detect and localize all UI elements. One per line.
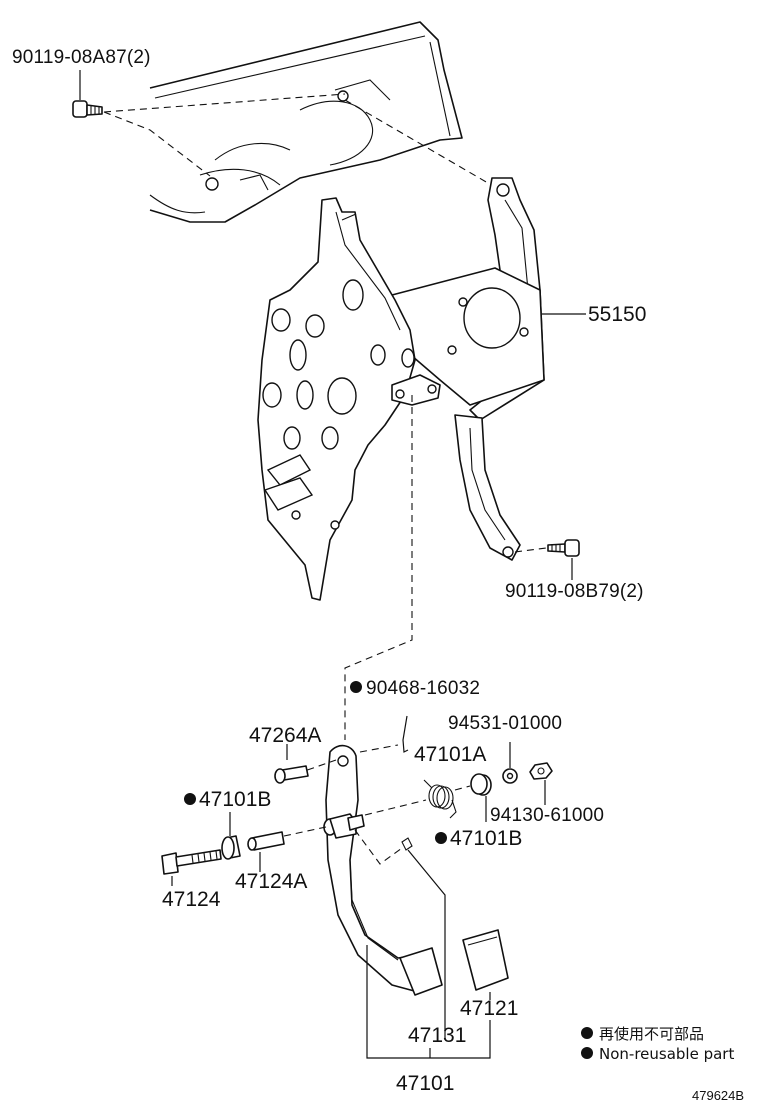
right-bolt-icon: [547, 539, 580, 557]
label-bush-1: 47101A: [414, 743, 486, 766]
washer-icon: [502, 768, 518, 784]
label-washer: 94531-01000: [448, 713, 562, 734]
label-pad: 47121: [460, 997, 518, 1020]
legend-line-1: 再使用不可部品: [599, 1025, 704, 1043]
pedal-bracket: [257, 177, 545, 601]
label-bush-2: 47101B: [199, 788, 271, 811]
pedal-pad-icon: [462, 929, 509, 991]
bushing-left-icon: [221, 835, 241, 860]
clip-icon: [402, 715, 409, 753]
legend-line-2: Non-reusable part: [599, 1045, 734, 1063]
label-lever: 47131: [408, 1024, 466, 1047]
dash-panel: [149, 21, 463, 223]
label-bolt-top: 90119-08A87(2): [12, 47, 151, 68]
bullet-bush-left: [184, 793, 196, 805]
label-assembly: 47101: [396, 1072, 454, 1095]
label-bolt-right: 90119-08B79(2): [505, 581, 644, 602]
pedal-lever: [323, 744, 443, 996]
collar-icon: [247, 831, 285, 851]
bushing-right-icon: [470, 773, 492, 796]
nut-icon: [529, 762, 553, 780]
legend-bullet-1: [581, 1027, 593, 1039]
label-bush-3: 47101B: [450, 827, 522, 850]
bullet-bush-right: [435, 832, 447, 844]
label-bolt: 47124: [162, 888, 221, 911]
label-nut: 94130-61000: [490, 805, 604, 826]
legend-bullet-2: [581, 1047, 593, 1059]
bullet-clip: [350, 681, 362, 693]
label-bracket: 55150: [588, 303, 646, 326]
pin-47264a-icon: [274, 765, 309, 784]
bolt-47124-icon: [161, 849, 222, 875]
top-bolt-icon: [72, 100, 103, 118]
return-spring-icon: [423, 779, 457, 819]
label-clip: 90468-16032: [366, 678, 480, 699]
label-collar: 47124A: [235, 870, 307, 893]
diagram-code: 479624B: [692, 1088, 744, 1103]
label-pin: 47264A: [249, 724, 321, 747]
